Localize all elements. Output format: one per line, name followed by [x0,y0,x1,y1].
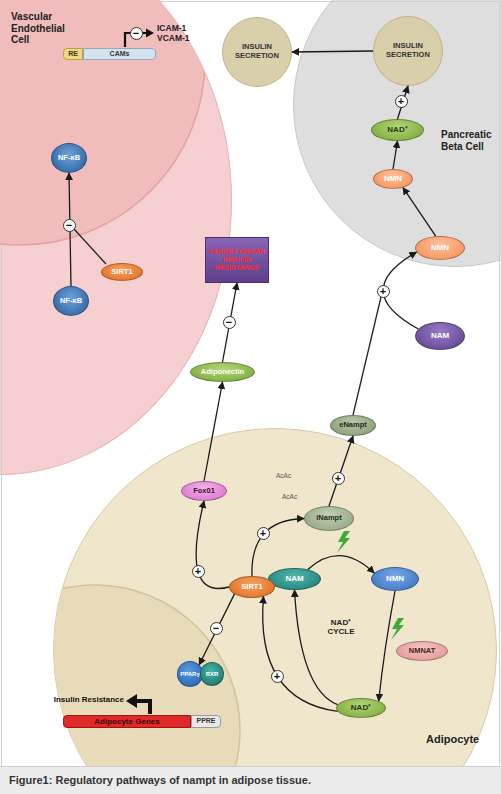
arrow-head [146,29,154,38]
metabolite-oval: NAM [268,568,321,590]
node-label: NAM [283,574,305,583]
target-box: TARGET ORGAN INSULIN RESISTANCE [205,237,269,283]
regulation-sign: + [377,285,390,298]
regulation-sign: + [395,95,408,108]
node-label: TARGET ORGAN INSULIN RESISTANCE [206,248,268,272]
regulation-sign: − [210,622,223,635]
enzyme-oval: SIRT1 [229,576,275,598]
cell-title: Adipocyte [426,733,496,746]
gene-segment: PPRE [191,715,221,728]
node-label: NMN [384,574,406,583]
node-label: CAMs [108,50,132,58]
metabolite-oval: NAD⁺ [371,119,424,141]
node-label: NF-κB [58,297,84,306]
protein-complex: NF-κB [51,143,87,173]
node-label: iNampt [314,514,343,523]
metabolite-oval: NAD⁺ [336,698,386,718]
metabolite-oval: NMN [415,236,465,260]
gene-segment: RE [63,48,83,60]
node-label: NMN [382,174,404,183]
hormone-oval: Adiponectin [190,362,255,382]
node-label: eNampt [337,421,369,430]
regulation-sign: + [257,527,270,540]
metabolite-oval: NMN [371,567,419,591]
process-circle: INSULIN SECRETION [222,17,292,87]
regulation-sign: − [63,219,76,232]
arrow-head [126,694,137,708]
node-label: SIRT1 [109,268,134,277]
node-label: RE [66,50,80,58]
node-label: NF-κB [56,154,82,163]
regulation-sign: + [271,670,284,683]
node-label: INSULIN SECRETION [223,43,291,60]
annotation-text: AcAc [282,493,312,503]
node-label: Adiponectin [199,368,246,377]
enzyme-oval: eNampt [330,415,376,436]
receptor-circle: RXR [200,662,224,686]
metabolite-oval: NMN [373,169,413,189]
node-label: NAD⁺ [385,125,409,134]
node-label: SIRT1 [239,583,264,592]
node-label: INSULIN SECRETION [374,42,442,59]
metabolite-oval: NAM [415,322,465,350]
factor-oval: Fox01 [181,481,227,501]
process-circle: INSULIN SECRETION [373,16,443,86]
node-label: NMN [429,243,451,252]
cell-title: Vascular Endothelial Cell [11,11,77,46]
node-label: PPARγ [178,671,202,678]
gene-segment: CAMs [83,48,156,60]
node-label: PPRE [194,717,217,725]
node-label: NAD⁺ [349,703,373,712]
annotation-text: AcAc [276,472,306,482]
enzyme-oval: iNampt [304,506,354,531]
node-label: Adipocyte Genes [92,717,161,726]
regulation-sign: − [223,316,236,329]
figure-caption: Figure1: Regulatory pathways of nampt in… [0,766,501,794]
node-label: Fox01 [191,487,217,496]
regulation-line [353,297,381,415]
protein-complex: NF-κB [53,286,89,316]
regulation-sign: + [332,472,345,485]
arrow-connector [223,283,238,362]
regulation-sign: − [130,27,143,40]
gene-segment: Adipocyte Genes [63,715,191,728]
cell-title: Pancreatic Beta Cell [441,129,499,152]
regulation-sign: + [192,565,205,578]
enzyme-oval: NMNAT [396,641,448,661]
annotation-text: NAD⁺ CYCLE [318,618,364,640]
annotation-text: ICAM-1 VCAM-1 [157,24,197,48]
node-label: NMNAT [407,647,438,656]
node-label: NAM [429,331,451,340]
annotation-text: Insulin Resistance [44,695,124,707]
cell-outline: Pancreatic Beta Cell INSULIN SECRETION NAD… [293,0,501,267]
transcription-arrow [136,701,150,714]
enzyme-oval: SIRT1 [101,263,143,281]
node-label: RXR [204,671,221,678]
